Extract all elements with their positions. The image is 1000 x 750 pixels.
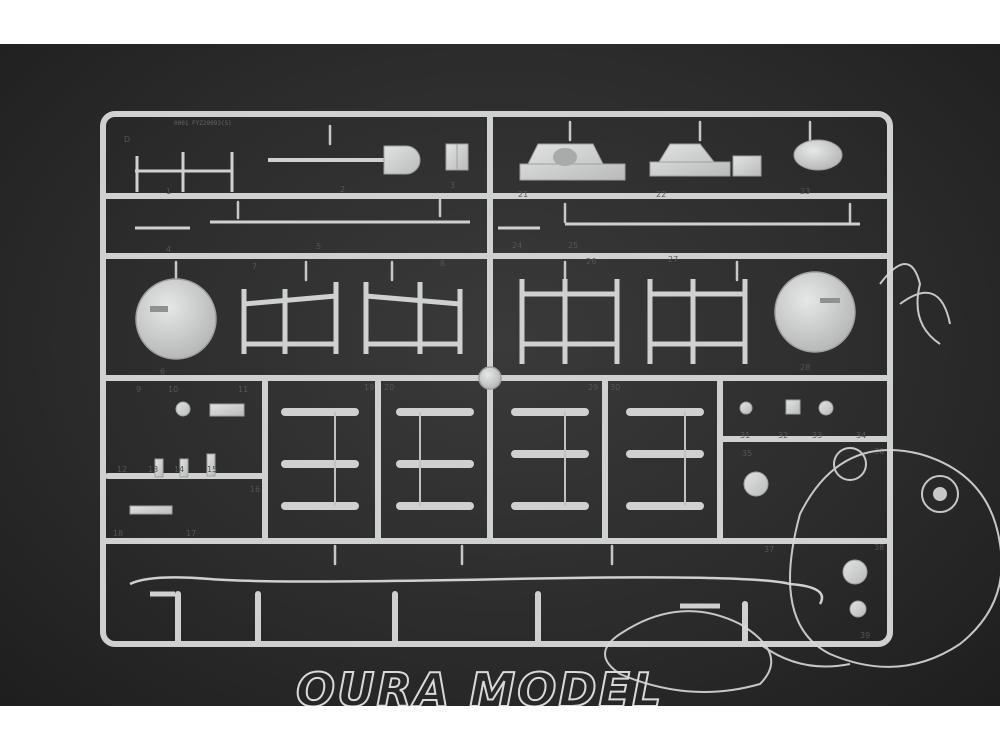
svg-text:5: 5 — [316, 242, 321, 251]
svg-text:26: 26 — [586, 257, 596, 266]
sprue-illustration: D 0001 FYZ20093(5) 1 2 3 4 5 6 7 8 9 10 … — [100, 111, 1000, 706]
sprue-frame — [100, 111, 893, 647]
svg-text:4: 4 — [166, 245, 171, 254]
svg-text:37: 37 — [764, 545, 774, 554]
svg-text:1: 1 — [166, 187, 171, 196]
product-photo: D 0001 FYZ20093(5) 1 2 3 4 5 6 7 8 9 10 … — [0, 44, 1000, 706]
svg-text:29: 29 — [588, 383, 598, 392]
ladder-parts — [241, 279, 748, 364]
svg-text:2: 2 — [340, 185, 345, 194]
svg-text:12: 12 — [117, 465, 127, 474]
svg-text:22: 22 — [656, 190, 666, 199]
sprue-code: 0001 FYZ20093(5) — [174, 120, 232, 127]
svg-text:14: 14 — [174, 465, 184, 474]
svg-text:27: 27 — [668, 255, 678, 264]
svg-text:34: 34 — [856, 431, 866, 440]
svg-text:17: 17 — [186, 529, 196, 538]
svg-text:28: 28 — [800, 363, 810, 372]
svg-text:30: 30 — [610, 383, 620, 392]
svg-text:7: 7 — [252, 262, 257, 271]
cable-part — [129, 576, 824, 605]
svg-text:3: 3 — [450, 181, 455, 190]
disc-part-6 — [135, 278, 217, 360]
svg-text:15: 15 — [207, 465, 217, 474]
parts-row-1 — [135, 139, 843, 192]
svg-text:10: 10 — [168, 385, 178, 394]
svg-text:39: 39 — [860, 631, 870, 640]
svg-text:18: 18 — [113, 529, 123, 538]
svg-text:35: 35 — [742, 449, 752, 458]
svg-text:19: 19 — [364, 383, 374, 392]
svg-text:31: 31 — [740, 431, 750, 440]
small-parts-left — [129, 399, 868, 618]
svg-text:23: 23 — [800, 187, 810, 196]
svg-text:8: 8 — [440, 259, 445, 268]
svg-text:32: 32 — [778, 431, 788, 440]
watermark-text: OURA MODEL — [296, 663, 663, 706]
svg-text:13: 13 — [148, 465, 158, 474]
svg-text:24: 24 — [512, 241, 522, 250]
svg-text:20: 20 — [384, 383, 394, 392]
svg-text:16: 16 — [250, 485, 260, 494]
svg-text:38: 38 — [874, 543, 884, 552]
svg-text:6: 6 — [160, 367, 165, 376]
svg-text:21: 21 — [518, 190, 528, 199]
svg-text:33: 33 — [812, 431, 822, 440]
svg-text:11: 11 — [238, 385, 248, 394]
sprue-letter: D — [124, 135, 130, 144]
watermark-mascot — [604, 263, 1000, 693]
disc-part-28 — [774, 271, 856, 353]
track-bars — [281, 408, 704, 510]
part-number-labels: 1 2 3 4 5 6 7 8 9 10 11 12 13 14 15 16 1… — [113, 181, 884, 640]
svg-text:25: 25 — [568, 241, 578, 250]
svg-text:9: 9 — [136, 385, 141, 394]
